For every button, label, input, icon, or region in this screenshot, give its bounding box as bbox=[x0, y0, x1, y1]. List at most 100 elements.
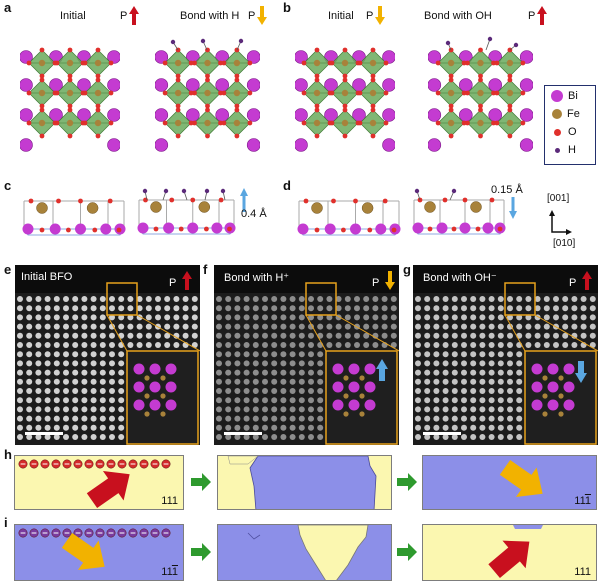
atom-column bbox=[35, 369, 42, 376]
bi-atom bbox=[459, 222, 471, 234]
panel-b-bond-title: Bond with OH bbox=[424, 10, 492, 22]
fe-column bbox=[160, 375, 166, 381]
atom-column bbox=[63, 415, 69, 422]
atom-column bbox=[317, 388, 324, 394]
atom-column bbox=[451, 360, 458, 367]
atom-column bbox=[234, 342, 241, 348]
atom-column bbox=[53, 360, 60, 367]
o-atom bbox=[314, 107, 320, 113]
bi-atom bbox=[246, 108, 260, 122]
fe-atom bbox=[447, 119, 455, 127]
bi-atom bbox=[375, 223, 387, 235]
atom-column bbox=[252, 305, 259, 312]
atom-column bbox=[252, 388, 259, 394]
atom-column bbox=[390, 296, 397, 302]
atom-column bbox=[81, 296, 88, 302]
atom-column bbox=[497, 415, 504, 422]
atom-column bbox=[442, 323, 449, 330]
atom-column bbox=[562, 296, 569, 302]
bi-column bbox=[149, 381, 161, 393]
o-atom bbox=[442, 197, 448, 203]
atom-column bbox=[271, 332, 278, 339]
atom-column bbox=[461, 388, 467, 394]
atom-column bbox=[580, 332, 587, 339]
atom-column bbox=[53, 342, 60, 348]
reversed-domain bbox=[249, 456, 377, 509]
h-atom bbox=[204, 188, 210, 194]
atom-column bbox=[35, 351, 42, 358]
atom-column bbox=[354, 305, 360, 312]
atom-column bbox=[289, 434, 296, 440]
atom-column bbox=[262, 332, 268, 339]
atom-column bbox=[280, 378, 287, 385]
atom-column bbox=[298, 378, 305, 385]
atom-column bbox=[234, 351, 241, 358]
o-atom bbox=[367, 227, 373, 233]
atom-column bbox=[424, 332, 431, 339]
atom-column bbox=[243, 332, 250, 339]
atom-column bbox=[451, 351, 458, 358]
fe-column bbox=[542, 393, 548, 399]
o-atom bbox=[175, 77, 181, 83]
domain-i-initial: 111 bbox=[14, 524, 184, 581]
atom-column bbox=[145, 296, 152, 302]
o-atom bbox=[26, 90, 32, 96]
atom-column bbox=[372, 323, 379, 330]
atom-column bbox=[17, 434, 23, 440]
atom-column bbox=[433, 332, 440, 339]
atom-column bbox=[488, 434, 495, 440]
atom-column bbox=[191, 332, 198, 339]
orientation-h-final: 111 bbox=[574, 495, 591, 507]
atom-column bbox=[571, 323, 578, 330]
atom-column bbox=[289, 296, 296, 302]
atom-column bbox=[308, 314, 314, 321]
atom-column bbox=[289, 332, 296, 339]
atom-column bbox=[225, 360, 232, 367]
h-atom bbox=[487, 36, 493, 42]
atom-column bbox=[442, 332, 449, 339]
panel-label-i: i bbox=[4, 515, 8, 530]
atom-column bbox=[553, 342, 559, 348]
atom-column bbox=[488, 415, 495, 422]
crystal-structure-b-bond-oh bbox=[428, 36, 533, 152]
atom-column bbox=[497, 434, 504, 440]
atom-column bbox=[289, 378, 296, 385]
stem-image-f: Bond with H⁺ P bbox=[214, 265, 399, 445]
atom-column bbox=[516, 397, 523, 404]
h-atom-icon bbox=[555, 147, 560, 153]
atom-column bbox=[335, 323, 342, 330]
atom-column bbox=[109, 434, 115, 440]
bi-atom bbox=[488, 108, 502, 122]
atom-column bbox=[442, 342, 449, 348]
atom-column bbox=[225, 296, 232, 302]
atom-column bbox=[155, 332, 161, 339]
atom-column bbox=[433, 378, 440, 385]
domain-h-intermediate bbox=[217, 455, 392, 510]
atom-column bbox=[136, 323, 143, 330]
h-atom bbox=[220, 188, 226, 194]
atom-column bbox=[415, 314, 421, 321]
atom-column bbox=[72, 369, 79, 376]
atom-column bbox=[173, 342, 180, 348]
o-atom bbox=[370, 77, 376, 83]
atom-column bbox=[234, 415, 241, 422]
atom-column bbox=[262, 323, 268, 330]
atom-column bbox=[344, 323, 351, 330]
h-atom bbox=[142, 188, 148, 194]
shift-label-d: 0.15 Å bbox=[491, 184, 523, 196]
atom-column bbox=[262, 424, 268, 431]
atom-column bbox=[252, 351, 259, 358]
atom-column bbox=[580, 323, 587, 330]
atom-column bbox=[317, 296, 324, 302]
atom-column bbox=[280, 360, 287, 367]
atom-column bbox=[451, 332, 458, 339]
fe-column bbox=[144, 375, 150, 381]
fe-atom bbox=[38, 59, 46, 67]
atom-column bbox=[534, 323, 541, 330]
o-atom bbox=[391, 227, 397, 233]
atom-column bbox=[516, 378, 523, 385]
o-atom bbox=[435, 90, 441, 96]
atom-column bbox=[136, 296, 143, 302]
fe-column bbox=[160, 393, 166, 399]
atom-column bbox=[155, 342, 161, 348]
